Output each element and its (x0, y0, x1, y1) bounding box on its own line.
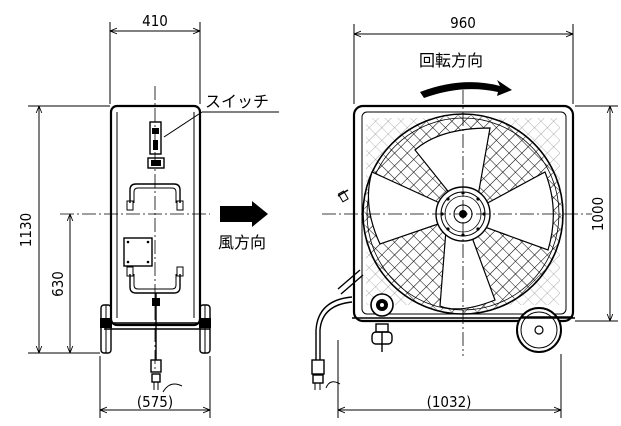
front-height-label: 1000 (589, 197, 607, 231)
side-base-label: (575) (137, 393, 173, 411)
fan-blades (367, 127, 554, 310)
side-width-label: 410 (142, 12, 168, 30)
front-left-caster (370, 293, 394, 352)
side-body (109, 104, 202, 327)
switch-box (149, 121, 162, 155)
switch-label: スイッチ (205, 92, 269, 111)
side-power-cord (150, 293, 183, 393)
airflow-label: 風方向 (218, 233, 266, 252)
switch-plate (147, 157, 165, 169)
airflow-arrow (220, 201, 268, 227)
right-caster (199, 304, 211, 354)
rotation-arrow (420, 80, 512, 98)
front-base-label: (1032) (427, 393, 472, 411)
side-view: 410 (17, 12, 279, 418)
rotation-label: 回転方向 (419, 51, 483, 70)
front-right-wheel (516, 307, 573, 353)
switch-leader-line (163, 111, 203, 138)
front-power-cord (311, 296, 353, 390)
front-frame (352, 104, 575, 323)
left-caster (100, 304, 112, 354)
front-width-label: 960 (450, 14, 476, 32)
side-height-label: 1130 (17, 213, 35, 247)
motor-plate (123, 237, 153, 267)
front-view: 960 回転方向 (311, 14, 618, 418)
center-height-label: 630 (49, 271, 67, 297)
